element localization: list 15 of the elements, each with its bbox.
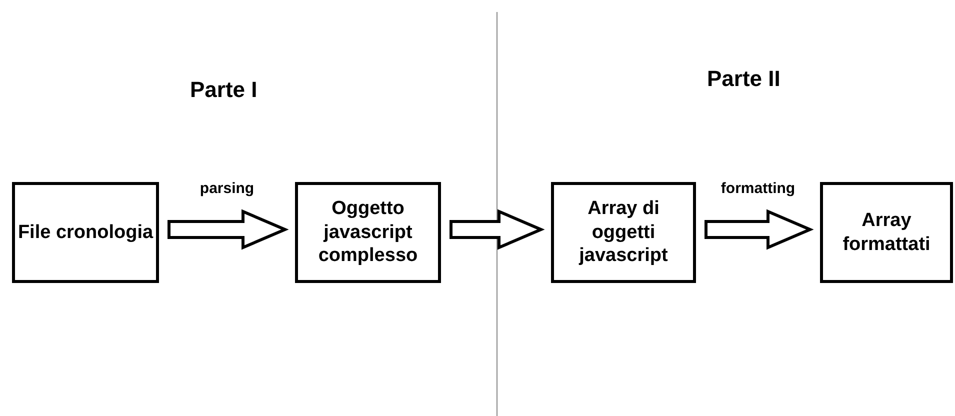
node-label: Array di oggetti javascript [578, 196, 669, 268]
edge-label: parsing [200, 180, 254, 196]
block-arrow [704, 209, 814, 250]
block-arrow [168, 209, 289, 250]
node-label: File cronologia [18, 220, 154, 244]
node-label: Array formattati [842, 208, 932, 256]
section-heading: Parte II [707, 66, 780, 92]
process-box [551, 182, 696, 283]
node-label: Oggetto javascript complesso [317, 196, 419, 268]
process-box [12, 182, 159, 283]
block-arrow [450, 209, 545, 250]
process-box [820, 182, 953, 283]
section-heading: Parte I [190, 77, 258, 103]
edge-label: formatting [720, 180, 796, 196]
process-box [295, 182, 441, 283]
